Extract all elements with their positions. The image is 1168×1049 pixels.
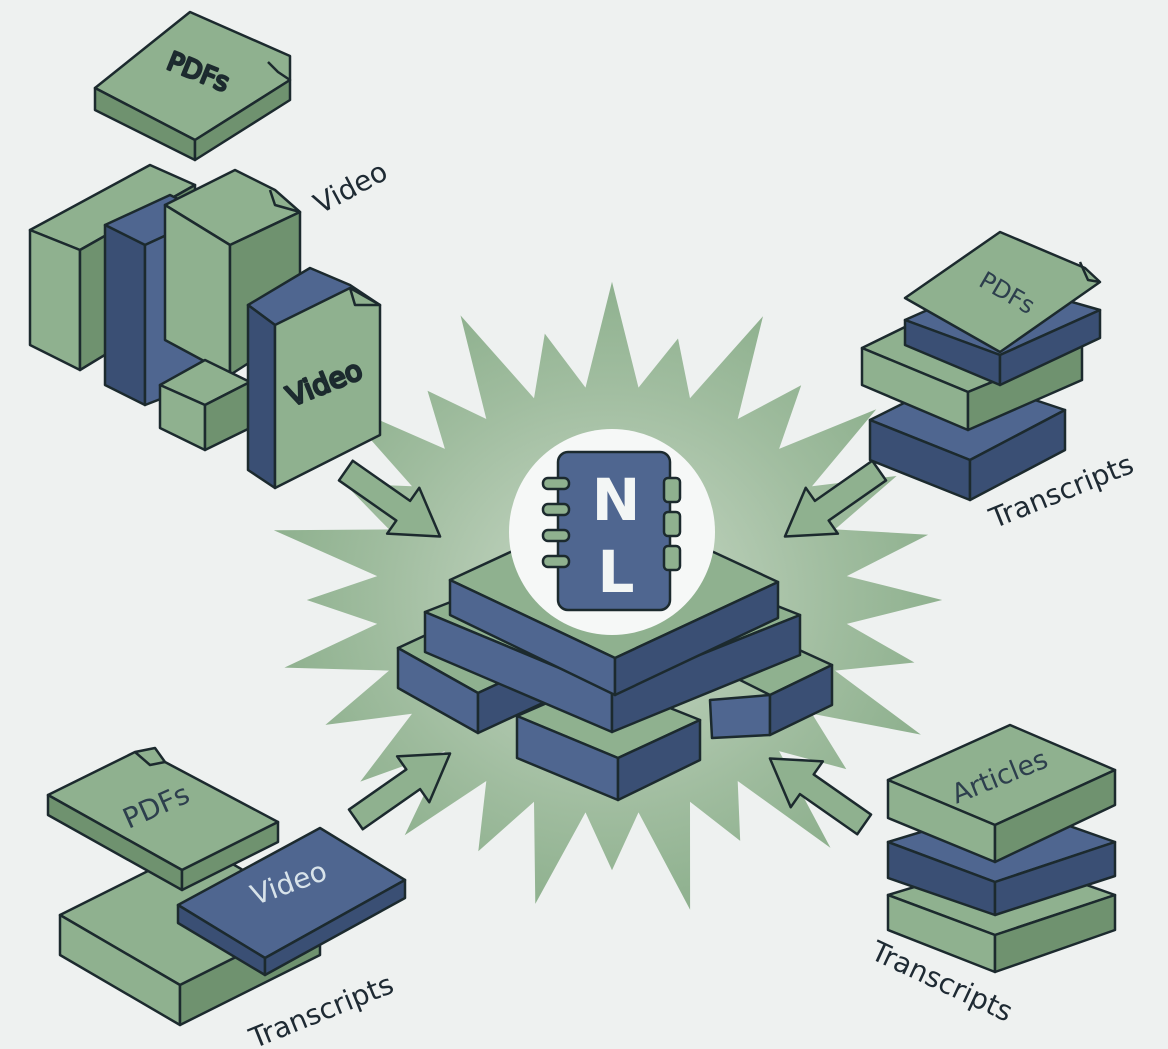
- small-base-block: [158, 358, 252, 452]
- video-tile-bottom-left: [176, 826, 407, 977]
- articles-tile-bottom-right: [886, 723, 1117, 864]
- video-label-outer: Video: [308, 155, 393, 221]
- arrows: [337, 459, 888, 836]
- arrow-top-right: [783, 459, 888, 538]
- pdf-tile-bottom-left: [46, 746, 280, 892]
- cluster-top-left: PDFs: [28, 10, 382, 490]
- cluster-top-right: [860, 230, 1102, 502]
- logo-letter-bottom: L: [598, 538, 635, 606]
- central-platform-stack: [396, 503, 834, 802]
- video-file-front: [246, 266, 382, 490]
- arrow-bottom-right: [768, 757, 873, 836]
- arrow-bottom-left: [347, 752, 452, 831]
- cluster-bottom-left: [46, 746, 407, 1027]
- pdf-tile-top-right: [903, 230, 1102, 354]
- arrow-top-left: [337, 459, 442, 538]
- logo-letter-top: N: [592, 466, 641, 534]
- cluster-bottom-right: [886, 723, 1117, 974]
- notebook-icon: [541, 450, 682, 612]
- logo-badge: N L: [509, 429, 715, 635]
- pdf-tile-top-left: [93, 10, 292, 162]
